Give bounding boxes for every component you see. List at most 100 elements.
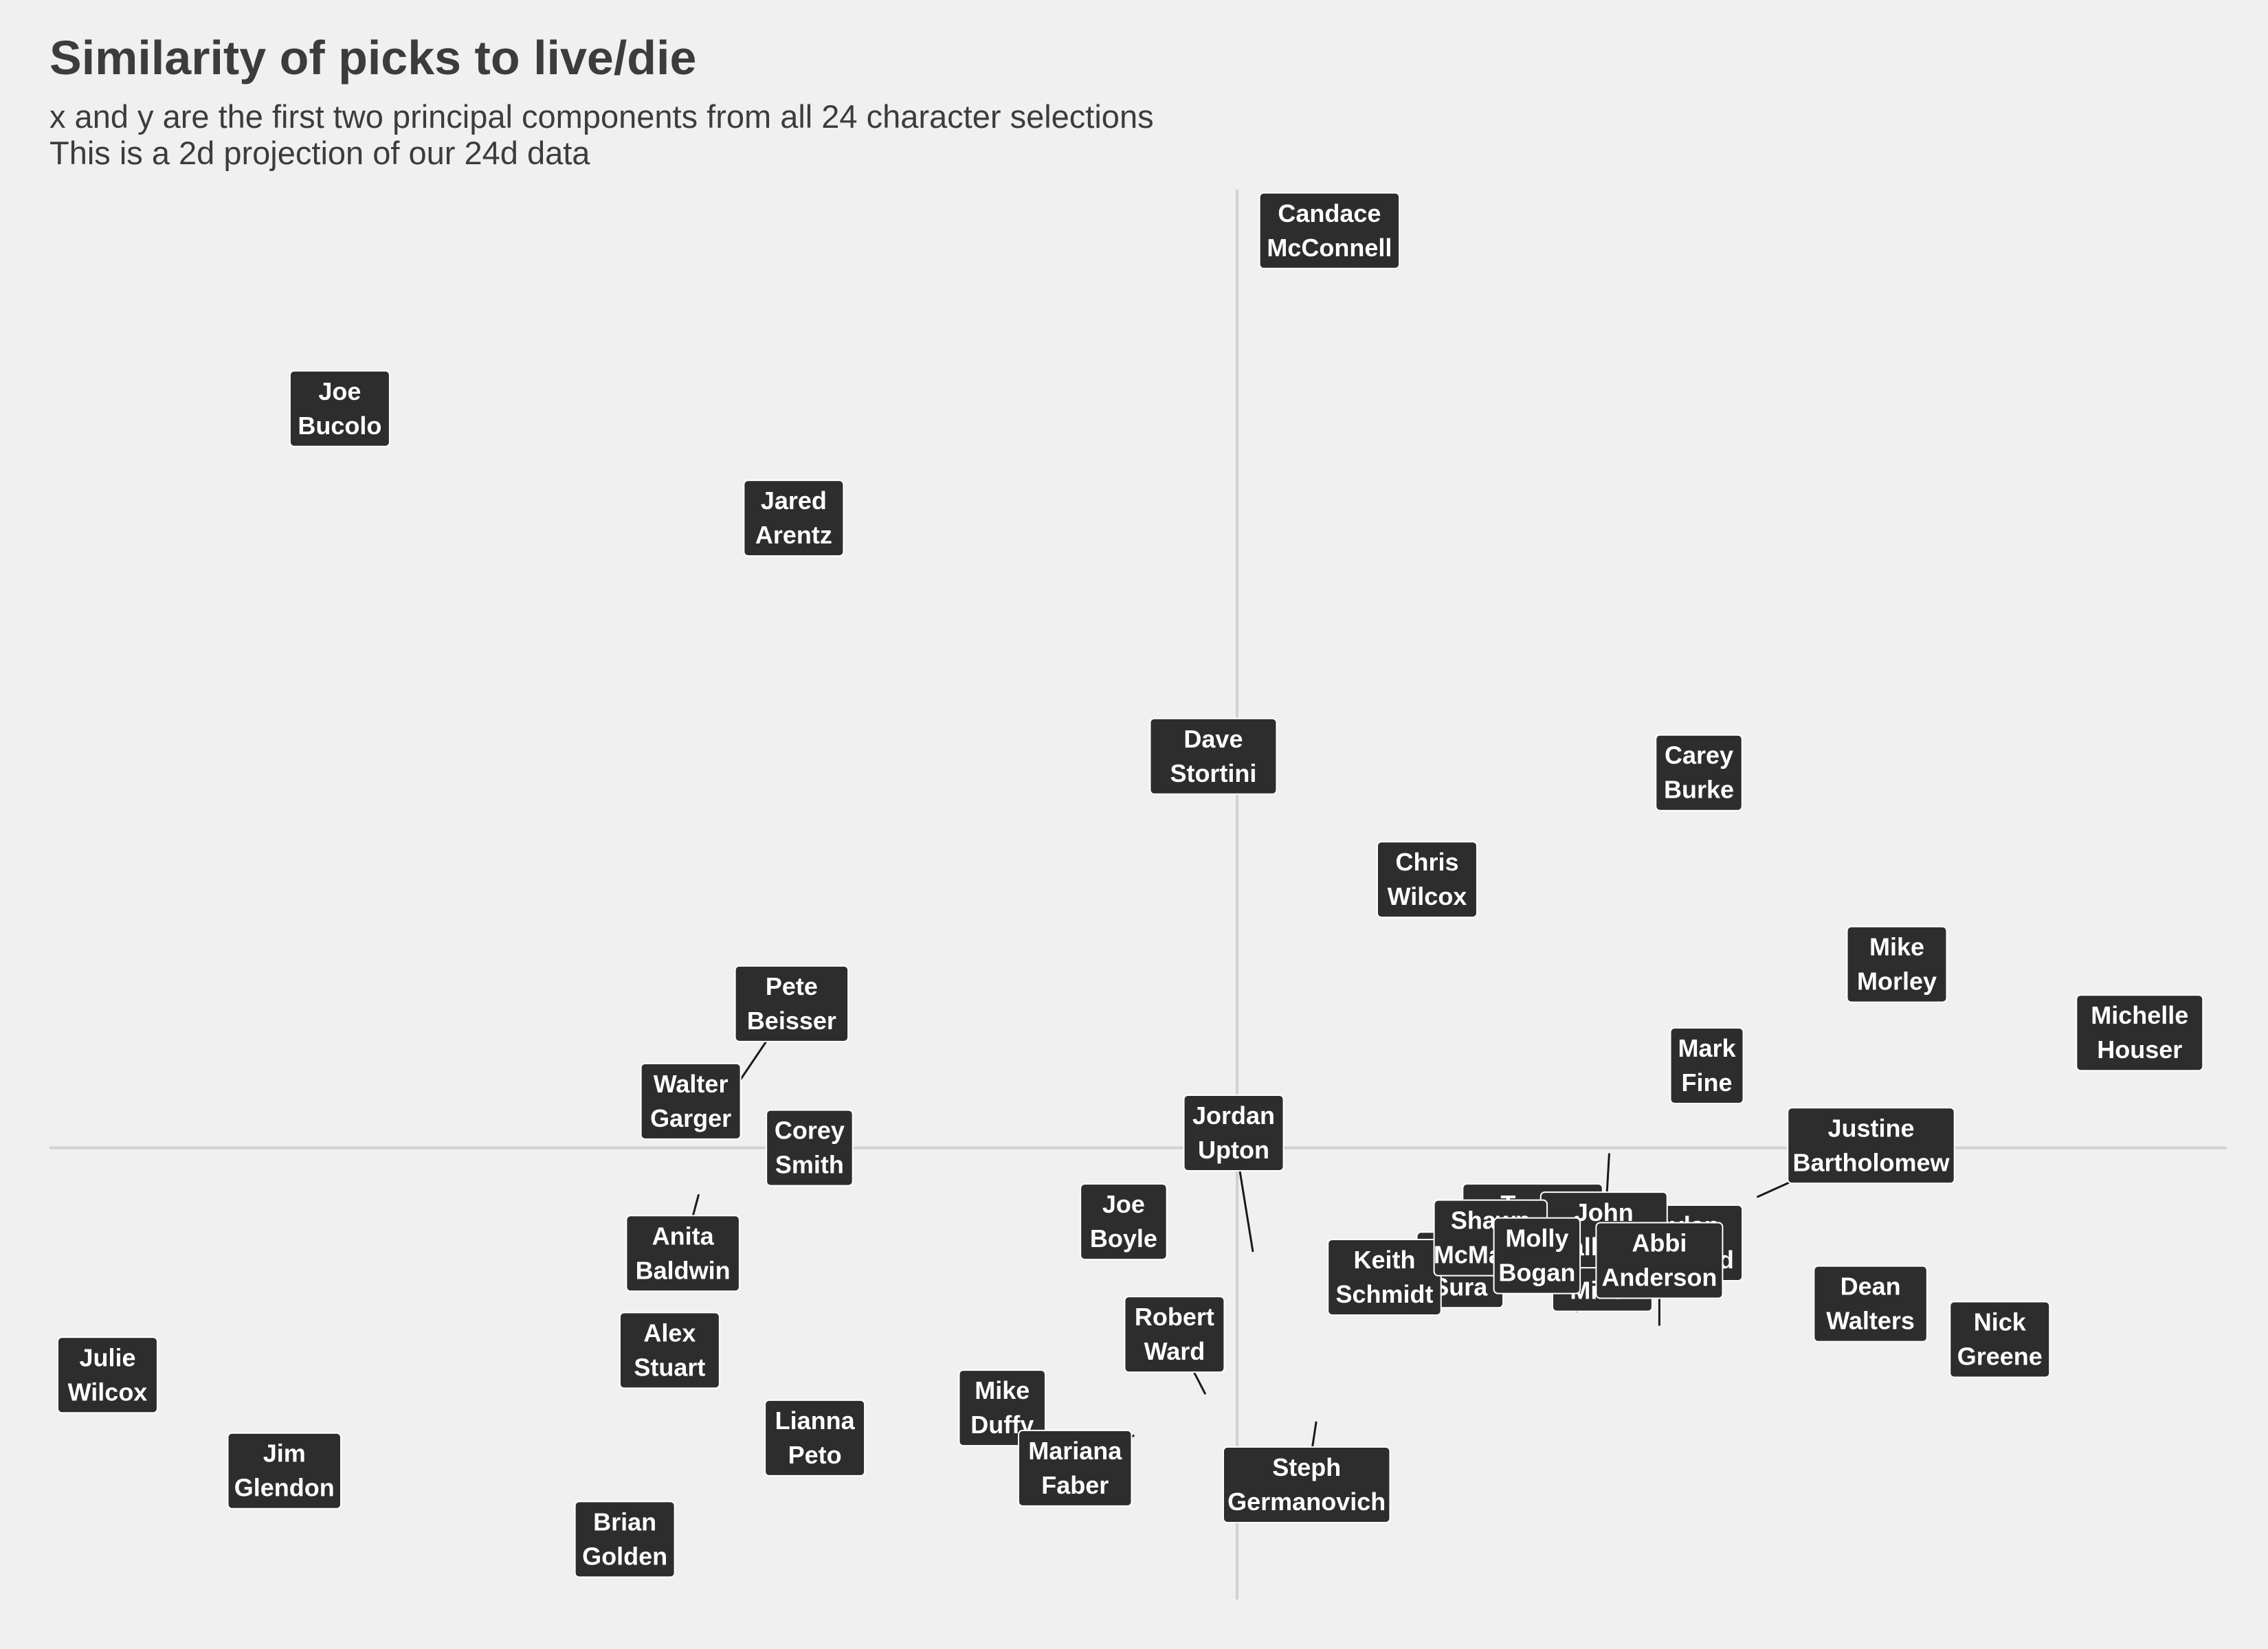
label-text: Beisser: [747, 1007, 836, 1035]
label-text: Faber: [1041, 1471, 1109, 1499]
label-box: [766, 1109, 854, 1187]
label-text: Chris: [1395, 848, 1458, 876]
label-box: [1787, 1107, 1955, 1185]
label-text: Brian: [593, 1507, 656, 1536]
label-text: Anita: [652, 1222, 715, 1250]
label-box: [56, 1336, 158, 1414]
label-box: [289, 370, 390, 447]
label-text: Joe: [1102, 1190, 1145, 1218]
label-text: Bucolo: [298, 412, 381, 440]
label-text: Jared: [761, 486, 827, 515]
label-text: Justine: [1827, 1114, 1914, 1142]
label-text: Bogan: [1498, 1259, 1575, 1287]
label-text: Robert: [1135, 1303, 1214, 1331]
label-text: Mark: [1678, 1034, 1736, 1062]
label-text: Pete: [766, 972, 818, 1000]
label-box: [764, 1399, 866, 1477]
label-text: Schmidt: [1335, 1280, 1433, 1308]
label-text: Candace: [1278, 199, 1381, 227]
label-box: [1124, 1296, 1225, 1373]
label-box: [734, 965, 849, 1042]
label-text: Fine: [1682, 1068, 1733, 1097]
label-box: [1327, 1238, 1442, 1316]
chart-subtitle-line-2: This is a 2d projection of our 24d data: [49, 135, 590, 171]
label-box: [1080, 1183, 1168, 1261]
label-text: Michelle: [2091, 1001, 2188, 1029]
label-text: Alex: [643, 1319, 696, 1347]
label-text: Greene: [1957, 1342, 2043, 1370]
label-text: Mike: [975, 1376, 1030, 1404]
label-text: Glendon: [234, 1474, 335, 1502]
label-text: Sura: [1432, 1272, 1488, 1301]
label-text: Corey: [775, 1117, 845, 1145]
label-text: Golden: [582, 1542, 667, 1570]
label-text: Ward: [1144, 1337, 1205, 1365]
label-text: Walters: [1826, 1307, 1915, 1335]
label-text: Smith: [775, 1151, 844, 1179]
label-text: McConnell: [1267, 234, 1392, 262]
label-box: [1846, 926, 1948, 1003]
label-text: Steph: [1272, 1453, 1341, 1481]
label-text: Nick: [1974, 1308, 2027, 1336]
label-box: [1258, 192, 1401, 269]
label-box: [1017, 1429, 1133, 1507]
label-text: Julie: [79, 1343, 135, 1371]
label-text: Houser: [2097, 1035, 2182, 1064]
label-text: Abbi: [1632, 1229, 1687, 1257]
label-box: [640, 1062, 742, 1140]
label-box: [625, 1215, 740, 1292]
label-text: Morley: [1857, 967, 1937, 996]
label-text: Mariana: [1028, 1437, 1122, 1465]
label-text: Lianna: [775, 1406, 856, 1435]
label-text: Carey: [1665, 741, 1733, 770]
label-box: [743, 480, 845, 557]
label-text: Dean: [1841, 1272, 1901, 1301]
label-box: [2076, 994, 2204, 1072]
label-box: [1183, 1094, 1285, 1171]
label-box: [1376, 841, 1478, 919]
label-text: Jim: [263, 1439, 306, 1468]
label-text: Wilcox: [1388, 882, 1467, 910]
label-box: [1595, 1222, 1724, 1299]
label-text: Joe: [318, 377, 361, 405]
label-box: [1222, 1446, 1391, 1524]
label-text: Dave: [1183, 725, 1243, 753]
label-box: [1149, 717, 1278, 795]
label-text: Keith: [1353, 1246, 1415, 1274]
label-text: Stuart: [634, 1353, 705, 1381]
label-text: Jordan: [1192, 1101, 1275, 1130]
point-labels: CandaceMcConnellJoeBucoloJaredArentzDave…: [56, 192, 2204, 1578]
label-text: John: [1575, 1198, 1634, 1226]
label-text: Germanovich: [1227, 1488, 1386, 1516]
label-text: Walter: [654, 1070, 729, 1098]
label-box: [1493, 1217, 1581, 1294]
label-box: [574, 1501, 676, 1578]
label-text: Boyle: [1090, 1224, 1157, 1253]
label-box: [1655, 734, 1743, 811]
label-box: [1949, 1301, 2051, 1378]
label-text: Stortini: [1170, 759, 1256, 787]
label-box: [227, 1432, 342, 1510]
